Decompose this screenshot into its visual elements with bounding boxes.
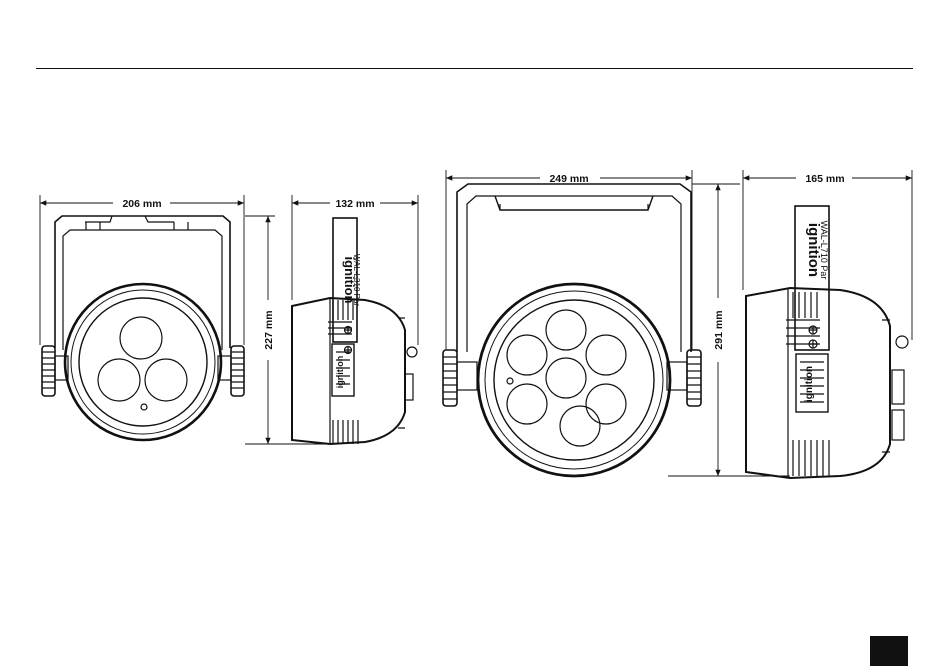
dim-large-width: 249 mm: [549, 173, 588, 185]
page-corner-block: [870, 636, 908, 666]
model-label-large: WAL-L710 Par: [819, 221, 829, 280]
dim-large-depth: 165 mm: [805, 173, 844, 185]
side-panel-label-large: ignition: [804, 366, 815, 402]
side-panel-label-small: ignition: [335, 356, 345, 389]
model-label-small: WAL-L310 Par: [352, 254, 361, 307]
small-front-view: [42, 216, 244, 440]
dim-small-width: 206 mm: [122, 198, 161, 210]
dim-small-depth: 132 mm: [335, 198, 374, 210]
small-side-view: [292, 218, 417, 444]
large-front-view: [443, 184, 701, 476]
dim-small-height: 227 mm: [263, 310, 275, 349]
dim-large-height: 291 mm: [713, 310, 725, 349]
